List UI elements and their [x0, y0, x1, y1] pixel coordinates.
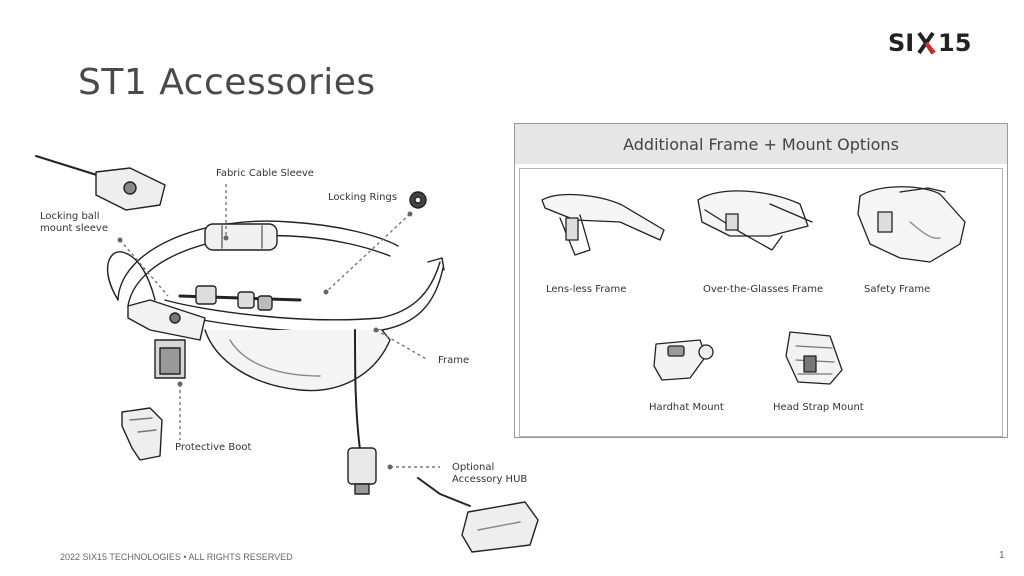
slide-title: ST1 Accessories	[78, 62, 376, 103]
label-locking-ball-line2: mount sleeve	[40, 223, 108, 234]
label-safety-frame: Safety Frame	[864, 284, 931, 295]
svg-text:15: 15	[938, 29, 971, 57]
over-the-glasses-frame-image	[697, 190, 813, 251]
label-protective-boot: Protective Boot	[175, 442, 252, 453]
page-number: 1	[999, 550, 1005, 561]
label-lens-less-frame: Lens-less Frame	[546, 284, 627, 295]
safety-frame-image	[857, 186, 966, 263]
panel-inner-frame	[519, 168, 1003, 437]
label-hardhat-mount: Hardhat Mount	[649, 402, 724, 413]
lens-less-frame-image	[541, 193, 665, 256]
head-strap-mount-image	[785, 331, 843, 385]
label-head-strap-mount: Head Strap Mount	[773, 402, 864, 413]
label-locking-rings: Locking Rings	[328, 192, 398, 203]
six15-logo: SI 15	[888, 29, 971, 57]
label-optional-hub-line2: Accessory HUB	[452, 474, 528, 485]
hardhat-mount-image	[653, 339, 714, 381]
label-fabric-cable-sleeve: Fabric Cable Sleeve	[216, 168, 314, 179]
panel-heading: Additional Frame + Mount Options	[515, 124, 1007, 164]
label-locking-ball-line1: Locking ball	[40, 211, 100, 222]
footer-copyright: 2022 SIX15 TECHNOLOGIES • ALL RIGHTS RES…	[60, 552, 293, 562]
label-frame: Frame	[438, 355, 470, 366]
svg-text:SI: SI	[888, 29, 914, 57]
label-optional-hub-line1: Optional	[452, 462, 495, 473]
label-over-the-glasses-frame: Over-the-Glasses Frame	[703, 284, 824, 295]
